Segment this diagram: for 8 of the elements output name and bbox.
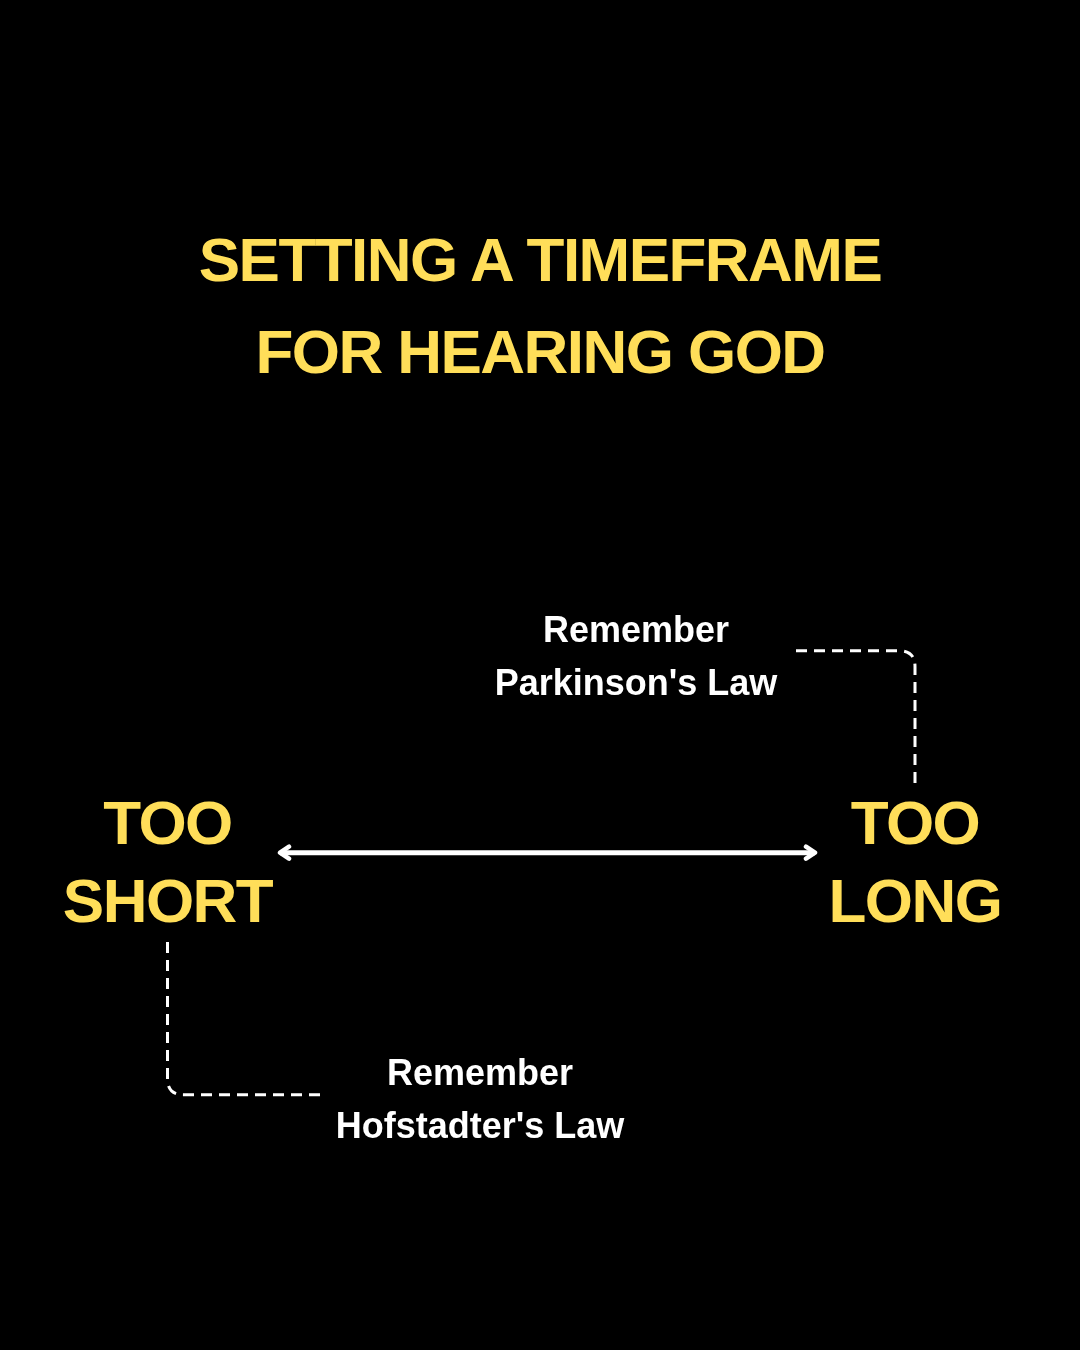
leader-line [796,649,917,784]
scale-end-label: TOO LONG [827,787,1003,937]
leader-line [166,940,320,1097]
reminder-note: Remember Parkinson's Law [493,608,779,705]
double-headed-arrow [277,844,818,861]
scale-end-label: TOO SHORT [61,787,274,937]
reminder-note: Remember Hofstadter's Law [334,1051,626,1148]
title: SETTING A TIMEFRAME FOR HEARING GOD [197,224,883,388]
